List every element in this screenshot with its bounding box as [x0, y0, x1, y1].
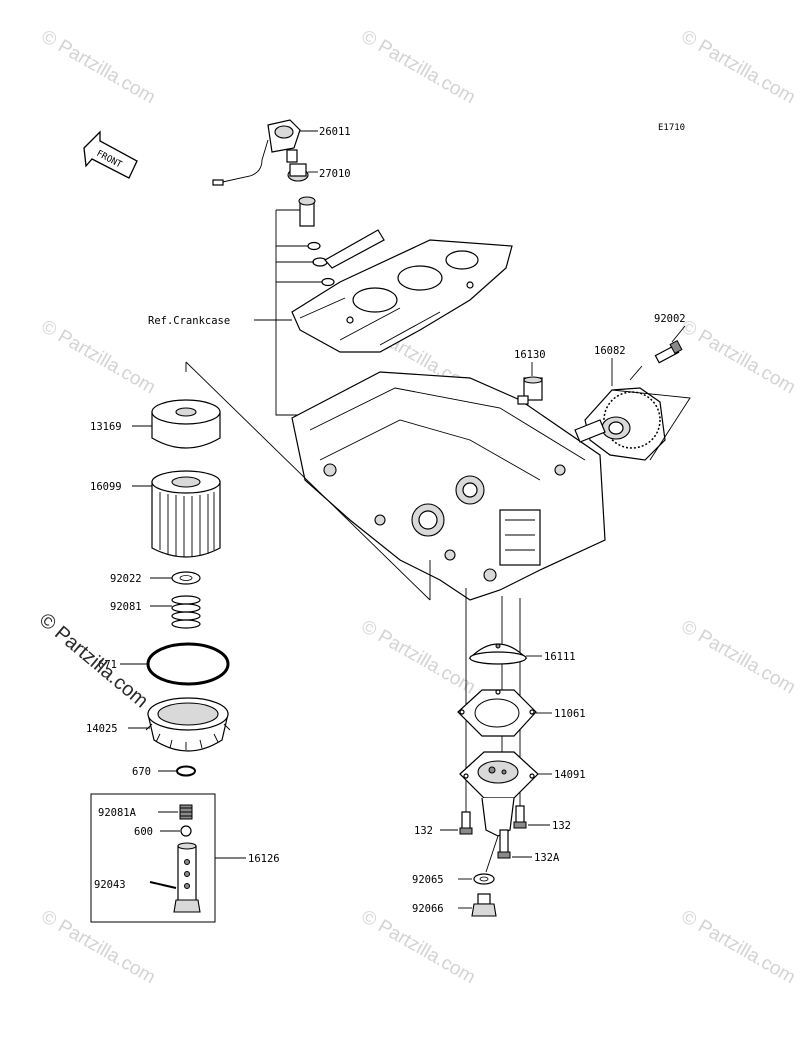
part-label-132: 132 [414, 825, 433, 837]
upper-crankcase [291, 239, 513, 353]
watermark: © Partzilla.com [35, 609, 152, 712]
spring [171, 595, 201, 629]
oil-strainer [468, 643, 528, 665]
part-label-16099: 16099 [90, 481, 122, 493]
watermark: © Partzilla.com [38, 26, 159, 108]
pump-bolt [654, 340, 683, 364]
gasket [457, 689, 537, 737]
part-label-92081A: 92081A [98, 807, 137, 819]
part-label-670: 670 [132, 766, 151, 778]
oil-pump [574, 365, 691, 461]
part-label-26011: 26011 [319, 126, 351, 138]
part-label-92065: 92065 [412, 874, 444, 886]
part-label-671: 671 [98, 659, 117, 671]
diagram-code: E1710 [658, 123, 685, 133]
oil-pipe-fittings [275, 196, 385, 416]
filter-housing [145, 697, 231, 752]
part-label-14091: 14091 [554, 769, 586, 781]
watermark: © Partzilla.com [678, 26, 799, 108]
part-label-92022: 92022 [110, 573, 142, 585]
pin [149, 881, 177, 889]
part-label-92081: 92081 [110, 601, 142, 613]
oil-pressure-switch [212, 119, 318, 186]
watermark: © Partzilla.com [678, 616, 799, 698]
part-label-16130: 16130 [514, 349, 546, 361]
drain-plug [471, 893, 497, 917]
part-label-132A: 132A [534, 852, 560, 864]
part-label-11061: 11061 [554, 708, 586, 720]
o-ring-small [176, 765, 196, 777]
part-label-92043: 92043 [94, 879, 126, 891]
front-arrow-icon: FRONT [83, 130, 138, 179]
watermark: © Partzilla.com [678, 906, 799, 988]
part-label-16126: 16126 [248, 853, 280, 865]
bolt-left [459, 811, 473, 835]
o-ring-large [146, 642, 230, 686]
reference-label: Ref.Crankcase [148, 315, 230, 327]
part-label-27010: 27010 [319, 168, 351, 180]
bolt-right [513, 805, 527, 829]
part-label-16082: 16082 [594, 345, 626, 357]
part-label-14025: 14025 [86, 723, 118, 735]
watermark: © Partzilla.com [38, 906, 159, 988]
part-label-92066: 92066 [412, 903, 444, 915]
watermark: © Partzilla.com [358, 906, 479, 988]
lower-crankcase [291, 371, 606, 601]
filter-cover [151, 399, 221, 449]
relief-valve-body [173, 842, 201, 913]
watermark: © Partzilla.com [358, 616, 479, 698]
part-label-92002: 92002 [654, 313, 686, 325]
part-label-600: 600 [134, 826, 153, 838]
relief-spring [179, 804, 193, 820]
watermark: © Partzilla.com [678, 316, 799, 398]
bolt-long [497, 829, 511, 859]
oil-filter-element [151, 470, 221, 558]
watermark: © Partzilla.com [358, 26, 479, 108]
part-label-132-right: 132 [552, 820, 571, 832]
steel-ball [180, 825, 192, 837]
drain-washer [473, 873, 495, 885]
part-label-16111: 16111 [544, 651, 576, 663]
part-label-13169: 13169 [90, 421, 122, 433]
watermark: © Partzilla.com [38, 316, 159, 398]
oil-temperature-sensor [517, 376, 543, 405]
